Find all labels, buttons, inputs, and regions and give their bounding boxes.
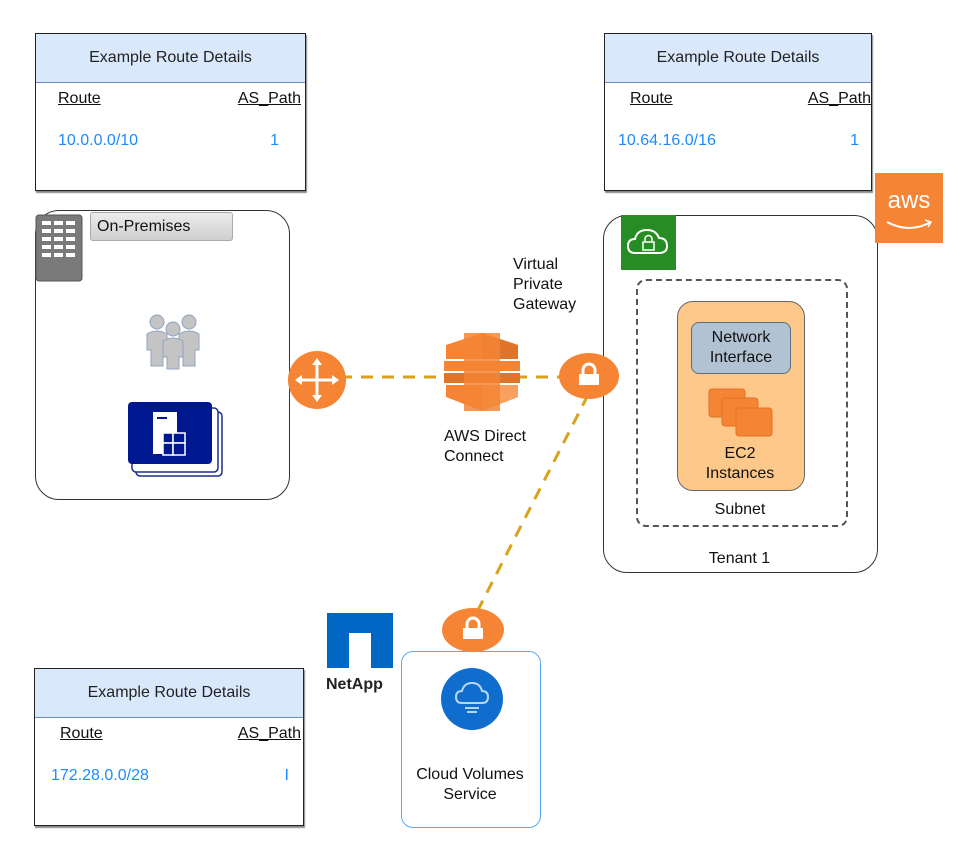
- aws-logo: aws: [875, 173, 943, 243]
- cloud-volumes-icon: [441, 668, 503, 730]
- router-icon: [288, 351, 346, 409]
- onprem-label: On-Premises: [90, 212, 233, 241]
- users-icon: [146, 314, 200, 370]
- vgw-lock-icon: [559, 353, 619, 399]
- cloud-volumes-service-label: Cloud Volumes Service: [401, 765, 539, 805]
- route-value: 10.0.0.0/10: [58, 132, 139, 149]
- as-path-value: 1: [850, 132, 859, 149]
- route-table-title: Example Route Details: [35, 669, 303, 718]
- network-interface-label-line2: Interface: [709, 349, 773, 366]
- aws-smile-icon: [886, 219, 933, 229]
- building-icon: [35, 214, 83, 282]
- route-table-title: Example Route Details: [605, 34, 871, 83]
- route-table-aws: Example Route Details Route AS_Path 10.6…: [604, 33, 872, 191]
- as-path-value: 1: [270, 132, 279, 149]
- ec2-label: EC2 Instances: [677, 444, 803, 484]
- ec2-label-line2: Instances: [705, 465, 775, 482]
- vgw-label-line2: Private: [513, 276, 563, 293]
- route-table-netapp: Example Route Details Route AS_Path 172.…: [34, 668, 304, 826]
- tenant-label: Tenant 1: [708, 550, 771, 567]
- route-value: 172.28.0.0/28: [51, 767, 149, 784]
- route-value: 10.64.16.0/16: [618, 132, 716, 149]
- direct-connect-label-line2: Connect: [444, 448, 504, 465]
- ec2-label-line1: EC2: [724, 445, 756, 462]
- route-column-header: Route: [630, 90, 673, 107]
- cvs-label-line1: Cloud Volumes: [416, 766, 524, 783]
- vpc-icon: [621, 215, 676, 270]
- route-column-header: Route: [58, 90, 101, 107]
- as-path-value: I: [284, 767, 289, 784]
- vgw-label: Virtual Private Gateway: [513, 255, 576, 315]
- netapp-logo-icon: [327, 613, 393, 668]
- netapp-logo-text: NetApp: [326, 676, 383, 693]
- as-path-column-header: AS_Path: [237, 90, 301, 107]
- route-table-onprem: Example Route Details Route AS_Path 10.0…: [35, 33, 306, 191]
- vgw-label-line1: Virtual: [513, 256, 559, 273]
- vgw-label-line3: Gateway: [513, 296, 577, 313]
- direct-connect-label: AWS Direct Connect: [444, 427, 526, 467]
- network-interface-label-line1: Network: [711, 329, 771, 346]
- subnet-label: Subnet: [714, 501, 766, 518]
- as-path-column-header: AS_Path: [807, 90, 871, 107]
- as-path-column-header: AS_Path: [237, 725, 301, 742]
- route-column-header: Route: [60, 725, 103, 742]
- ec2-instances-icon: [708, 388, 773, 437]
- network-interface: Network Interface: [691, 322, 791, 374]
- cvs-label-line2: Service: [443, 786, 497, 803]
- subnet-group: [636, 279, 848, 527]
- aws-logo-text: aws: [887, 187, 931, 214]
- direct-connect-label-line1: AWS Direct: [444, 428, 527, 445]
- direct-connect-icon: [444, 333, 520, 411]
- cvs-lock-icon: [442, 608, 504, 652]
- route-table-title: Example Route Details: [36, 34, 305, 83]
- windows-server-icon: [128, 402, 223, 477]
